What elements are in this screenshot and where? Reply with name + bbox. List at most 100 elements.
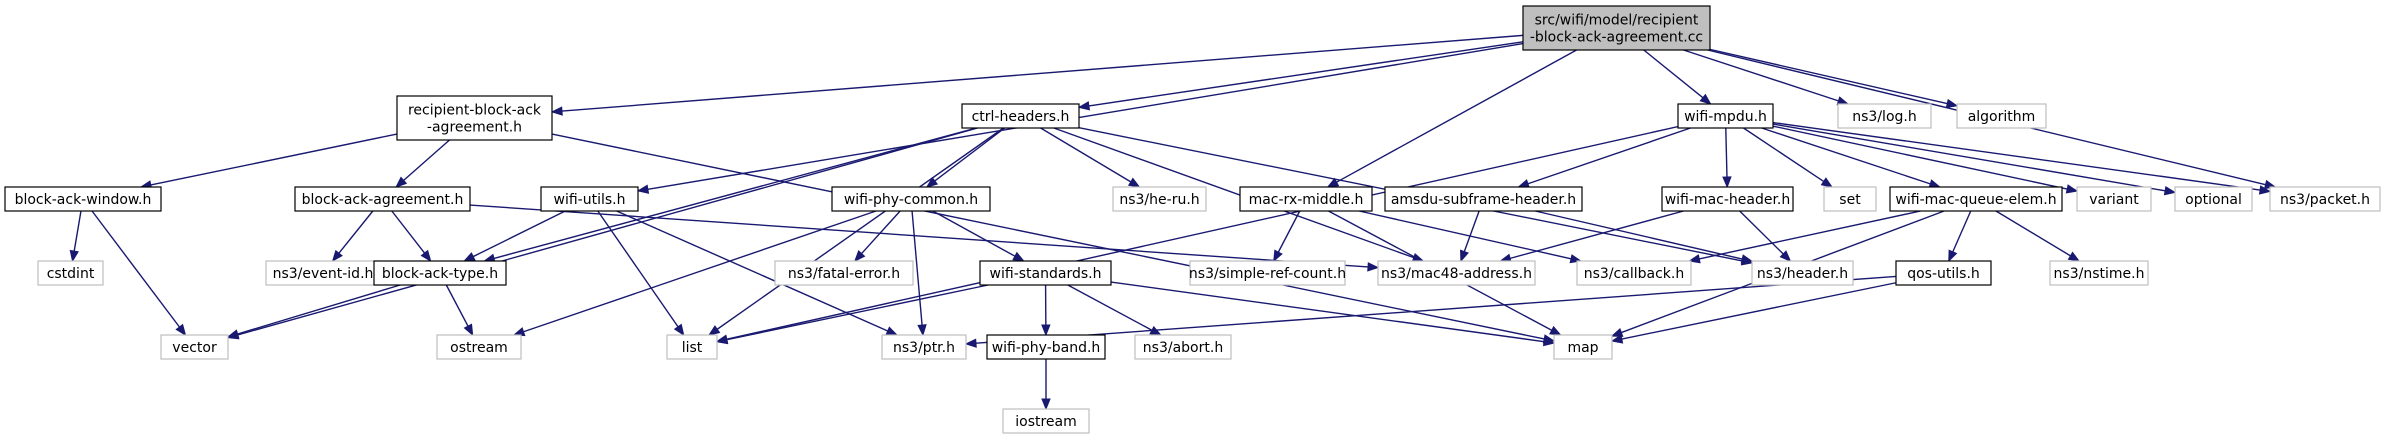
edge-ctrl-to-heru bbox=[1040, 127, 1141, 188]
node-root[interactable]: src/wifi/model/recipient-block-ack-agree… bbox=[1522, 5, 1711, 51]
edge-line bbox=[445, 284, 469, 327]
node-rbaa[interactable]: recipient-block-ack-agreement.h bbox=[396, 95, 553, 141]
edge-line bbox=[1743, 127, 1825, 183]
node-box bbox=[1677, 103, 1774, 129]
edge-line bbox=[1772, 123, 2166, 192]
edge-line bbox=[91, 210, 181, 328]
edge-wmqe-to-qos bbox=[1948, 210, 1972, 263]
edge-line bbox=[1067, 284, 1153, 331]
node-heru: ns3/he-ru.h bbox=[1112, 186, 1207, 212]
edge-baa-to-bat bbox=[391, 210, 432, 263]
edge-arrowhead bbox=[1610, 334, 1624, 344]
node-box bbox=[774, 260, 914, 286]
node-baw[interactable]: block-ack-window.h bbox=[4, 186, 162, 212]
node-ws[interactable]: wifi-standards.h bbox=[979, 260, 1112, 286]
edge-line bbox=[1509, 210, 1684, 260]
edge-line bbox=[1683, 49, 1839, 102]
edge-arrowhead bbox=[1041, 398, 1051, 411]
node-label: list bbox=[682, 340, 703, 356]
node-box bbox=[373, 260, 507, 286]
edge-line bbox=[1040, 127, 1132, 183]
node-box bbox=[1823, 186, 1877, 212]
node-box bbox=[1522, 5, 1711, 51]
edge-arrowhead bbox=[550, 106, 563, 116]
edge-ash-to-header bbox=[1535, 210, 1754, 264]
edge-arrowhead bbox=[1688, 254, 1701, 264]
edge-wpc-to-fatal bbox=[853, 210, 901, 262]
node-box bbox=[1189, 260, 1346, 286]
node-label: wifi-mpdu.h bbox=[1684, 109, 1767, 125]
edge-qos-to-map bbox=[1610, 282, 1897, 344]
node-label: ns3/simple-ref-count.h bbox=[1189, 266, 1346, 282]
node-abort: ns3/abort.h bbox=[1134, 334, 1232, 360]
edge-line bbox=[1053, 127, 1415, 259]
edge-baw-to-vector bbox=[91, 210, 187, 337]
node-map: map bbox=[1553, 334, 1613, 360]
edge-root-to-mpdu bbox=[1643, 49, 1712, 105]
edge-ctrl-to-wpc bbox=[925, 127, 1006, 188]
edge-line bbox=[237, 127, 978, 336]
node-box bbox=[2049, 260, 2149, 286]
edge-arrowhead bbox=[1948, 249, 1958, 263]
node-box bbox=[2076, 186, 2152, 212]
node-ptr: ns3/ptr.h bbox=[881, 334, 967, 360]
edge-ws-to-wpb bbox=[1041, 284, 1051, 337]
edge-line bbox=[493, 127, 977, 260]
node-ash[interactable]: amsdu-subframe-header.h bbox=[1384, 186, 1583, 212]
node-wpb[interactable]: wifi-phy-band.h bbox=[986, 334, 1106, 360]
node-label: ns3/he-ru.h bbox=[1119, 192, 1199, 208]
edge-arrowhead bbox=[175, 323, 187, 337]
node-wu[interactable]: wifi-utils.h bbox=[540, 186, 639, 212]
node-label: block-ack-agreement.h bbox=[302, 192, 464, 208]
node-mpdu[interactable]: wifi-mpdu.h bbox=[1677, 103, 1774, 129]
node-wmqe[interactable]: wifi-mac-queue-elem.h bbox=[1889, 186, 2063, 212]
node-ctrl[interactable]: ctrl-headers.h bbox=[961, 103, 1080, 129]
node-baa[interactable]: block-ack-agreement.h bbox=[294, 186, 471, 212]
node-wpc[interactable]: wifi-phy-common.h bbox=[831, 186, 991, 212]
node-box bbox=[831, 186, 991, 212]
node-box bbox=[979, 260, 1112, 286]
edge-line bbox=[1995, 210, 2071, 257]
edge-line bbox=[73, 210, 82, 252]
edge-line bbox=[1088, 41, 1524, 107]
node-wmh[interactable]: wifi-mac-header.h bbox=[1661, 186, 1794, 212]
node-box bbox=[265, 260, 381, 286]
node-algorithm: algorithm bbox=[1956, 103, 2047, 129]
edge-line bbox=[1535, 210, 1743, 260]
node-bat[interactable]: block-ack-type.h bbox=[373, 260, 507, 286]
node-fatal: ns3/fatal-error.h bbox=[774, 260, 914, 286]
node-label: ns3/event-id.h bbox=[273, 266, 374, 282]
node-box bbox=[4, 186, 162, 212]
edge-arrowhead bbox=[463, 252, 476, 262]
node-box bbox=[1837, 103, 1932, 129]
edge-line bbox=[1336, 49, 1577, 183]
edge-line bbox=[726, 284, 989, 341]
edge-line bbox=[1761, 127, 1931, 185]
edge-arrowhead bbox=[395, 176, 408, 188]
node-label: ostream bbox=[450, 340, 508, 356]
edge-root-to-algorithm bbox=[1709, 48, 1959, 109]
edge-line bbox=[934, 127, 1006, 182]
node-label: variant bbox=[2089, 192, 2139, 208]
edge-line bbox=[561, 34, 1524, 112]
edge-ctrl-to-vector bbox=[226, 127, 978, 340]
edge-line bbox=[1709, 48, 1948, 105]
node-header: ns3/header.h bbox=[1751, 260, 1854, 286]
edge-mpdu-to-optional bbox=[1772, 123, 2177, 196]
node-label: set bbox=[1839, 192, 1861, 208]
node-mrm[interactable]: mac-rx-middle.h bbox=[1239, 186, 1373, 212]
node-label: ns3/callback.h bbox=[1584, 266, 1684, 282]
edge-arrowhead bbox=[885, 326, 899, 336]
node-qos[interactable]: qos-utils.h bbox=[1895, 260, 1992, 286]
node-label: wifi-phy-common.h bbox=[844, 192, 978, 208]
node-label: ns3/mac48-address.h bbox=[1381, 266, 1532, 282]
edge-arrowhead bbox=[673, 323, 685, 337]
edge-arrowhead bbox=[1077, 101, 1091, 111]
node-ostream: ostream bbox=[436, 334, 522, 360]
edge-rbaa-to-baa bbox=[395, 139, 450, 188]
edge-line bbox=[1772, 121, 2261, 191]
node-box bbox=[396, 95, 553, 141]
node-mac48: ns3/mac48-address.h bbox=[1377, 260, 1536, 286]
edge-arrowhead bbox=[463, 323, 474, 337]
